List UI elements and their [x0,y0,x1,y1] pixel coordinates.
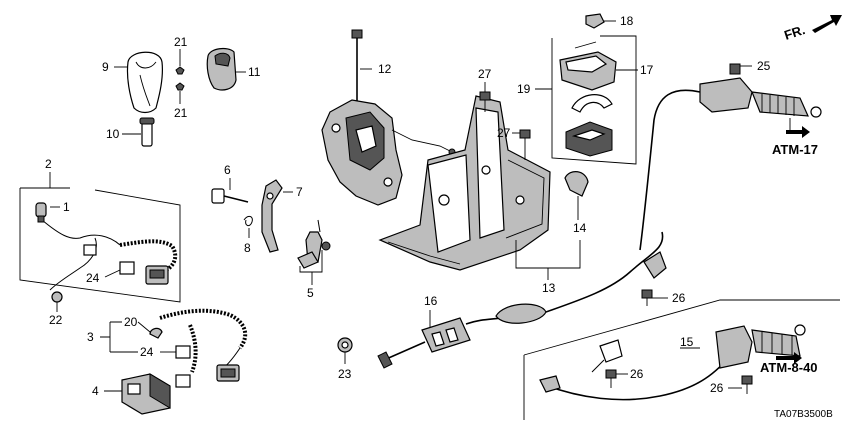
callout-16: 16 [424,294,438,308]
front-direction-arrow-icon [812,15,842,33]
callout-17: 17 [640,63,654,77]
shifter-assembly-12 [321,29,456,206]
callout-15: 15 [680,335,694,349]
callout-9: 9 [102,60,109,74]
clip-18 [585,13,605,29]
bolt-26-lower-right [741,375,753,394]
callout-27-upper: 27 [478,67,492,81]
shift-cable-16 [377,89,701,369]
callout-21-top: 21 [174,35,188,49]
callout-2: 2 [45,157,52,171]
callout-4: 4 [92,384,99,398]
callout-18: 18 [620,14,634,28]
callout-11: 11 [248,65,261,79]
callout-8: 8 [244,241,251,255]
callout-25: 25 [757,59,771,73]
callout-1: 1 [63,200,70,214]
cover-group-19 [535,35,637,165]
callout-26-middle: 26 [672,291,686,305]
ref-atm840-label: ATM-8-40 [760,360,818,375]
callout-10: 10 [106,127,120,141]
front-direction-indicator: FR. [782,15,842,43]
bolt-27-lower [519,129,531,160]
bolt-26-lower-left [605,369,617,388]
front-direction-label: FR. [782,22,807,43]
callout-5: 5 [307,286,314,300]
solenoid-4 [121,373,171,415]
callout-19: 19 [517,82,531,96]
cable-clip-14 [564,171,589,197]
cable-end-upper [699,63,822,118]
harness-group-2 [19,172,181,303]
callout-14: 14 [573,221,587,235]
knob-shaft-10 [139,117,155,147]
bolt-22 [51,291,63,312]
callout-12: 12 [378,62,392,76]
bolt-26-middle [641,289,653,306]
callout-7: 7 [296,185,303,199]
ref-atm17: ATM-17 [772,118,818,157]
callout-13: 13 [542,281,556,295]
clip-21 [175,66,185,91]
harness-3 [149,308,248,388]
ref-atm840: ATM-8-40 [760,352,818,375]
ref-atm17-label: ATM-17 [772,142,818,157]
pin-6 [211,188,249,204]
shift-knob-9 [126,51,163,114]
callout-21-bottom: 21 [174,106,188,120]
callout-20: 20 [124,315,138,329]
cable-15-group [523,299,840,420]
base-bracket-13 [378,95,551,271]
nut-23 [337,337,353,353]
callout-24-lower: 24 [140,345,154,359]
callout-3: 3 [87,330,94,344]
lever-7 [261,179,283,253]
callout-22: 22 [49,313,63,327]
callout-26-lower-left: 26 [630,367,644,381]
callout-27-lower: 27 [497,126,511,140]
bracket-5 [297,219,331,269]
callout-26-lower-right: 26 [710,381,724,395]
callout-6: 6 [224,163,231,177]
callout-24-upper: 24 [86,271,100,285]
callout-23: 23 [338,367,352,381]
clip-8 [243,215,253,227]
diagram-code: TA07B3500B [774,409,833,420]
knob-button-11 [206,47,237,91]
